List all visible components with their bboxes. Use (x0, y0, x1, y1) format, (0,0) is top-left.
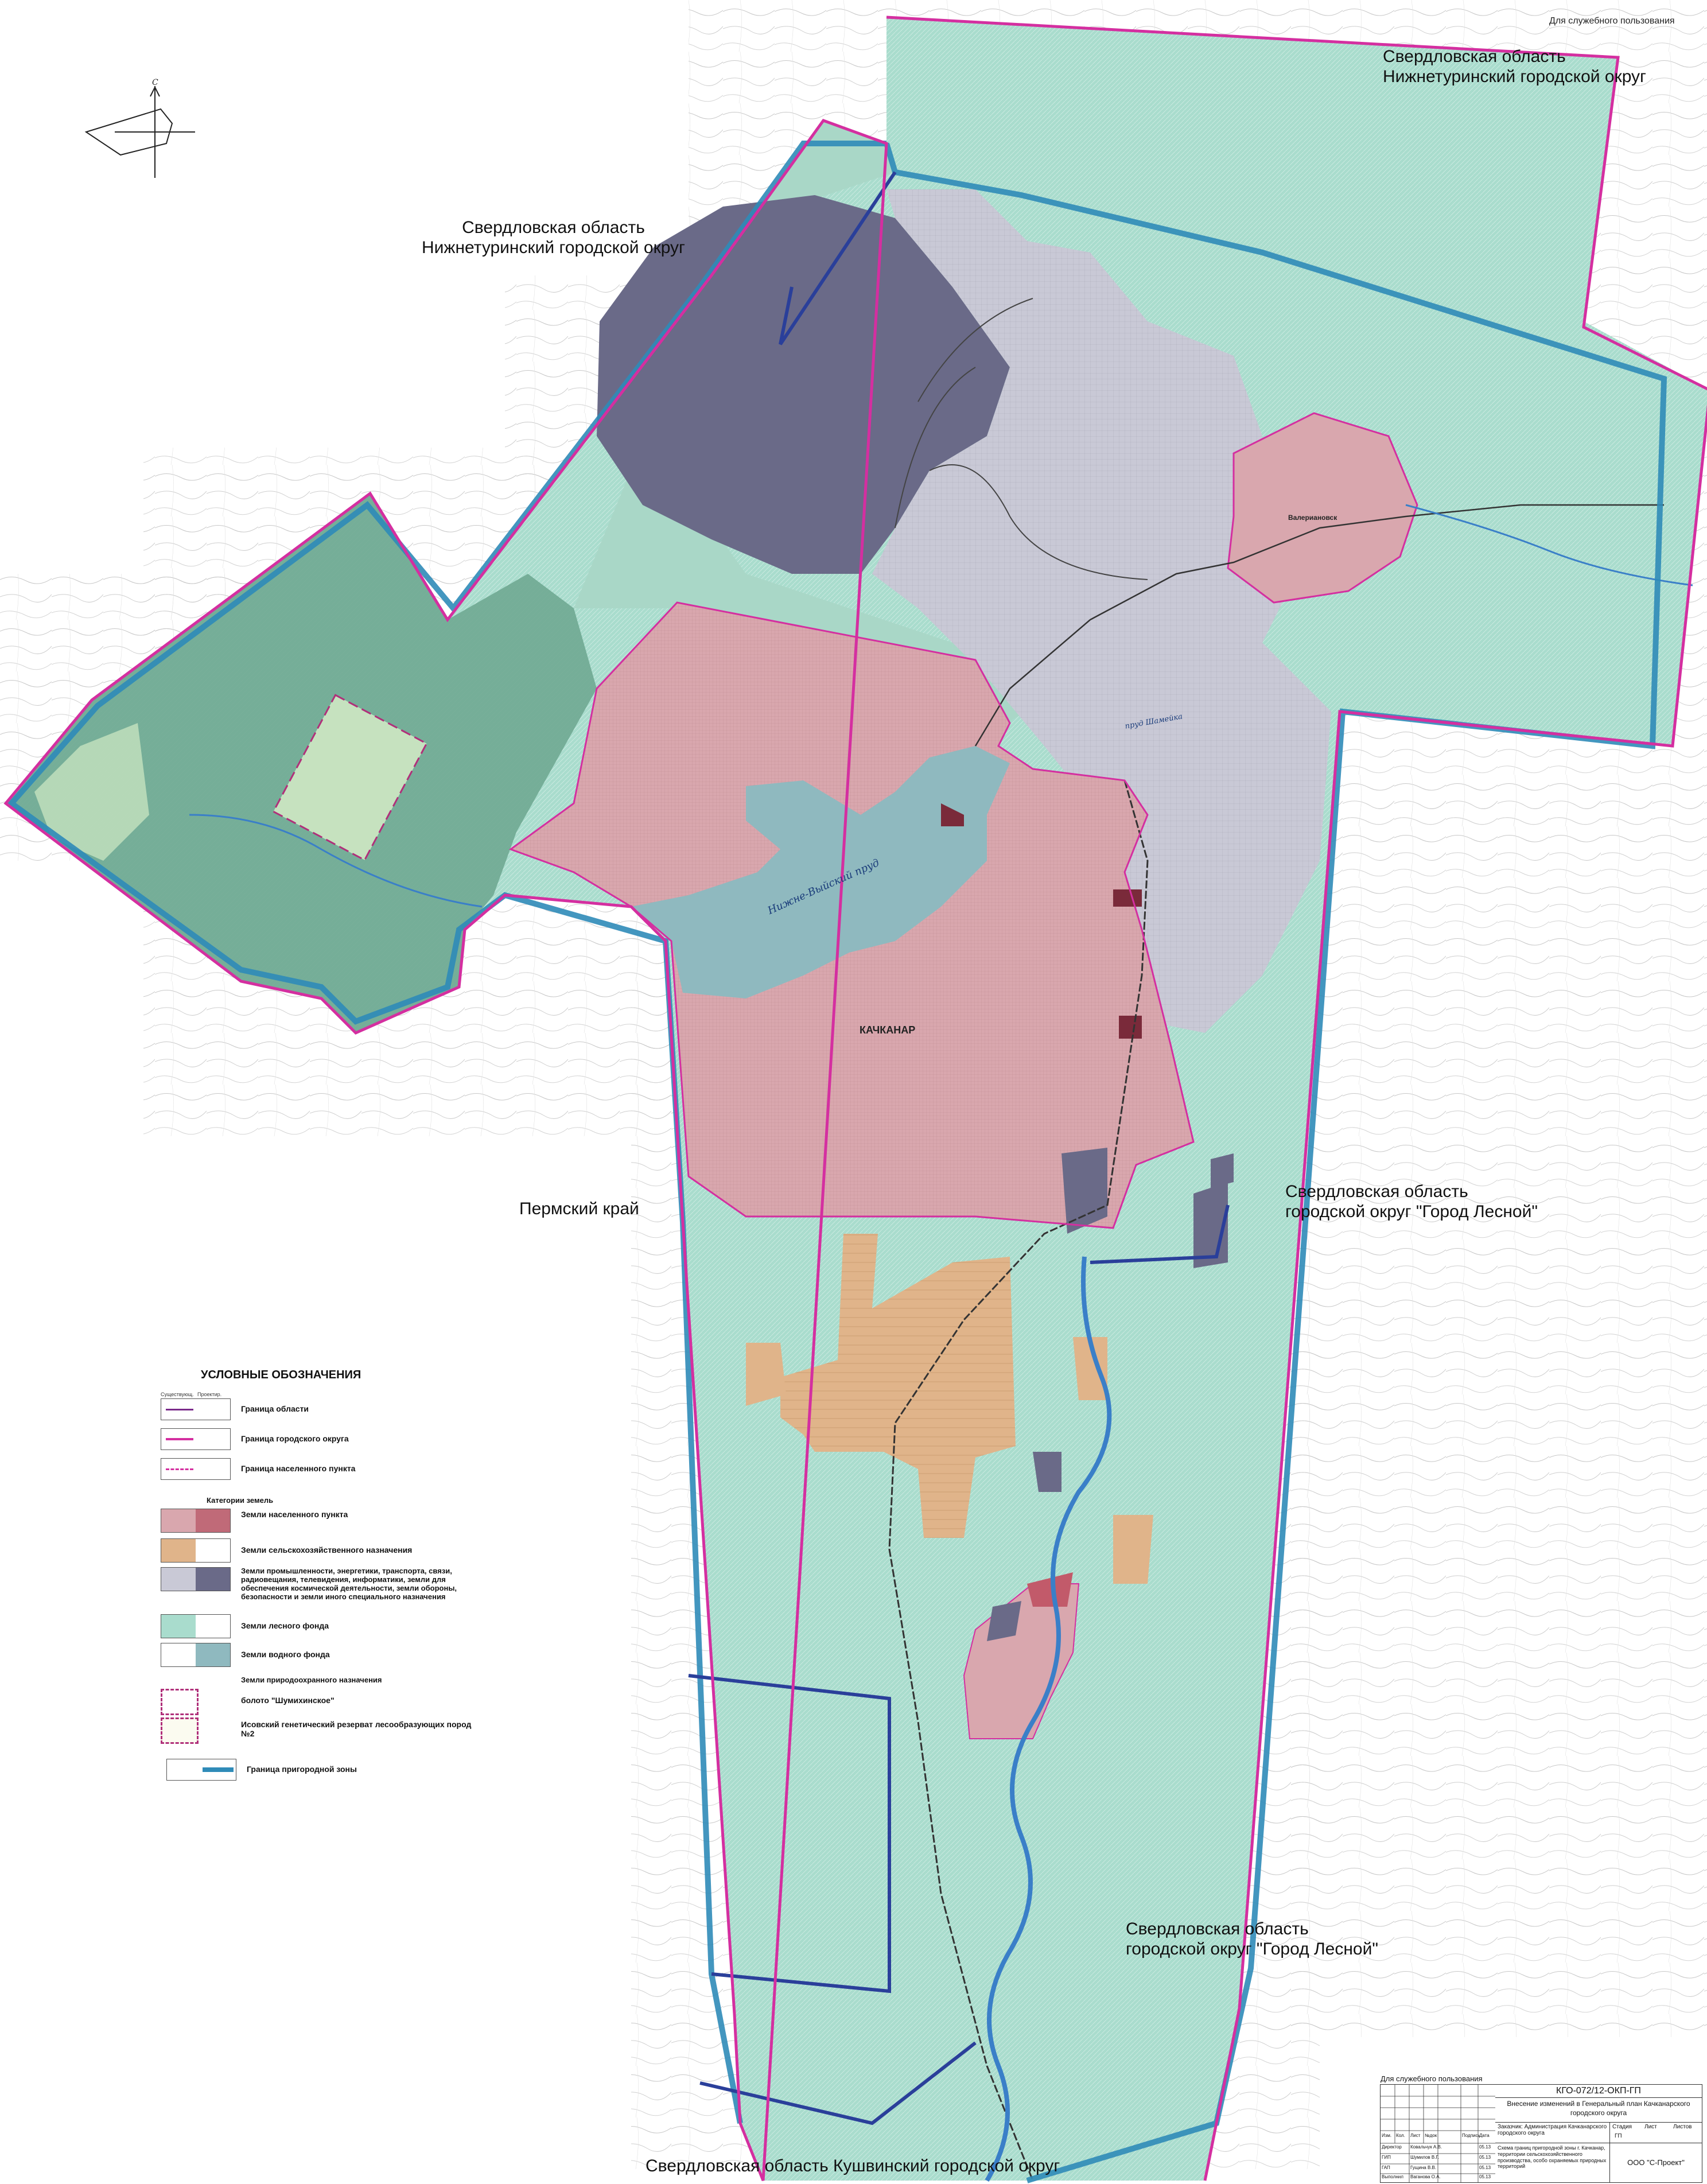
tb-name-1: Шумилов В.Г. (1410, 2155, 1440, 2160)
north-letter: С (152, 78, 158, 87)
tb-date-2: 05.13 (1479, 2165, 1491, 2170)
industrial-land-plant (872, 189, 1331, 1033)
region-label-east-1: Свердловская область городской округ "Го… (1285, 1182, 1538, 1221)
haul-roads (895, 298, 1148, 580)
town-label-kachkanar: КАЧКАНАР (860, 1024, 916, 1036)
tb-role-1: ГИП (1382, 2155, 1391, 2160)
blue-boundary (688, 171, 1230, 2125)
stream-west (189, 814, 483, 908)
tb-col-0: Изм. (1382, 2133, 1392, 2138)
sheets-label: Листов (1673, 2124, 1692, 2130)
railway (888, 780, 1149, 2181)
region-label-ne: Свердловская область Нижнетуринский горо… (1383, 47, 1646, 86)
settlement-land-valerianovsk (1227, 412, 1418, 604)
tb-col-3: №док (1425, 2133, 1437, 2138)
agricultural-land (746, 1234, 1153, 1584)
customer: Заказчик: Администрация Качканарского го… (1495, 2123, 1610, 2143)
title-block: Для служебного пользования Изм. Кол. Лис… (1380, 2074, 1702, 2183)
title-block-stamp: Для служебного пользования (1381, 2074, 1483, 2083)
protected-territory-2 (34, 723, 149, 861)
region-label-west: Пермский край (519, 1199, 639, 1218)
region-label-east-2: Свердловская область городской округ "Го… (1126, 1919, 1379, 1958)
tb-role-2: ГАП (1382, 2165, 1390, 2170)
project-title: Внесение изменений в Генеральный план Ка… (1495, 2097, 1702, 2123)
stage-label: Стадия (1612, 2124, 1632, 2130)
industrial-land-spots (941, 803, 1234, 1641)
sheet-label: Лист (1644, 2124, 1657, 2130)
legend-protected-header: Земли природоохранного назначения (241, 1676, 382, 1684)
tb-date-1: 05.13 (1479, 2155, 1491, 2160)
tb-date-0: 05.13 (1479, 2144, 1491, 2150)
map-legend: УСЛОВНЫЕ ОБОЗНАЧЕНИЯ Существующ. Проекти… (161, 1369, 482, 1793)
tb-date-3: 05.13 (1479, 2174, 1491, 2179)
legend-col-existing: Существующ. (161, 1392, 194, 1397)
stage-sheet-cells: Стадия Лист Листов ГП (1610, 2123, 1702, 2143)
okrug-boundary (3, 15, 1707, 2181)
settlement-boundary-kachkanar (508, 601, 1195, 1229)
river (985, 1256, 1112, 2182)
tb-name-0: Ковальчук А.В. (1410, 2144, 1442, 2150)
tb-role-3: Выполнил (1382, 2174, 1403, 2179)
railway-north (974, 504, 1664, 747)
village-label-valerianovsk: Валериановск (1288, 514, 1337, 522)
legend-col-planned: Проектир. (197, 1392, 222, 1397)
tb-col-4: Подпись (1462, 2133, 1480, 2138)
tb-name-3: Ваганова О.А. (1410, 2174, 1441, 2179)
region-label-south: Свердловская область Кушвинский городско… (646, 2156, 1060, 2175)
tb-role-0: Директор (1382, 2144, 1402, 2150)
title-block-grid (1381, 2085, 1495, 2182)
water-fund-reservoir (631, 746, 1010, 998)
tb-col-5: Дата (1479, 2133, 1490, 2138)
protected-territory-1 (272, 694, 428, 861)
legend-title: УСЛОВНЫЕ ОБОЗНАЧЕНИЯ (201, 1369, 361, 1381)
header-stamp: Для служебного пользования (1549, 16, 1675, 26)
stream-east (1405, 504, 1693, 586)
sheet-name: Схема границ пригородной зоны г. Качкана… (1495, 2143, 1610, 2182)
north-arrow (84, 86, 195, 178)
drawing-code: КГО-072/12-ОКП-ГП (1495, 2085, 1702, 2098)
tb-col-1: Кол. (1396, 2133, 1405, 2138)
legend-categories-header: Категории земель (207, 1496, 274, 1505)
tb-name-2: Гущина В.В. (1410, 2165, 1437, 2170)
industrial-land-north-strip (574, 121, 1027, 746)
organization: ООО "С-Проект" (1627, 2158, 1685, 2167)
stage-value: ГП (1615, 2133, 1622, 2139)
region-label-nw: Свердловская область Нижнетуринский горо… (422, 218, 685, 257)
tb-col-2: Лист (1410, 2133, 1421, 2138)
